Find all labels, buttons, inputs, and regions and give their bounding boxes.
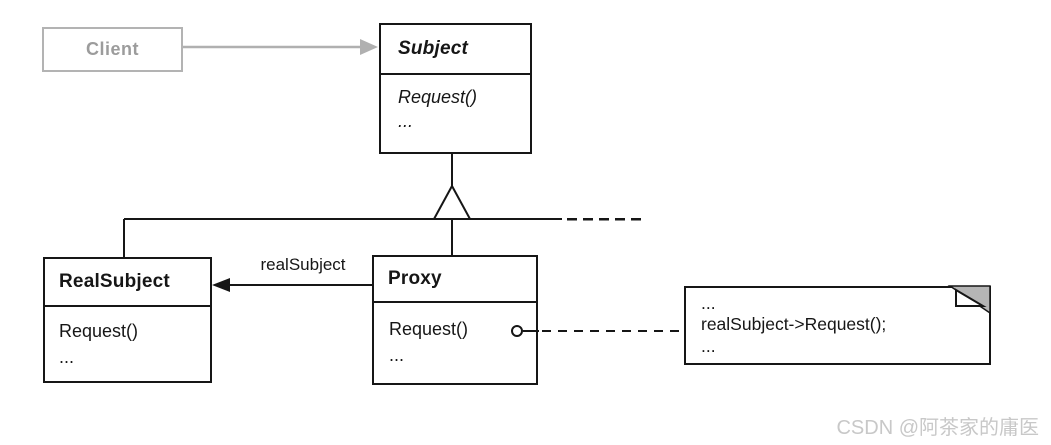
realsubject-class-title: RealSubject <box>45 259 210 307</box>
client-class-title: Client <box>85 39 139 59</box>
subject-method-request: Request() <box>398 87 478 107</box>
client-arrowhead-icon <box>360 39 378 55</box>
association-label-realsubject: realSubject <box>260 255 346 274</box>
realsubject-class-box: RealSubject Request() ... <box>43 257 212 383</box>
subject-class-title: Subject <box>381 25 530 75</box>
subject-class-box: Subject Request() ... <box>379 23 532 154</box>
client-class-box: Client <box>42 27 183 72</box>
realsubject-method-ellipsis: ... <box>59 347 75 367</box>
subject-method-ellipsis: ... <box>398 111 414 131</box>
note-line-code: realSubject->Request(); <box>701 314 887 334</box>
csdn-watermark: CSDN @阿茶家的庸医 <box>836 417 1039 439</box>
realsubject-class-methods: Request() ... <box>45 307 210 370</box>
proxy-method-ellipsis: ... <box>389 345 405 365</box>
note-line-ellipsis-top: ... <box>701 293 716 313</box>
association-arrowhead-icon <box>212 278 230 292</box>
subject-class-methods: Request() ... <box>381 75 530 133</box>
proxy-class-title: Proxy <box>374 257 536 303</box>
note-line-ellipsis-bottom: ... <box>701 336 716 356</box>
proxy-class-box: Proxy Request() ... <box>372 255 538 385</box>
proxy-method-request: Request() <box>389 319 469 339</box>
realsubject-method-request: Request() <box>59 321 139 341</box>
proxy-class-methods: Request() ... <box>374 303 536 368</box>
inheritance-triangle-icon <box>432 183 472 220</box>
code-note-box <box>684 286 991 365</box>
